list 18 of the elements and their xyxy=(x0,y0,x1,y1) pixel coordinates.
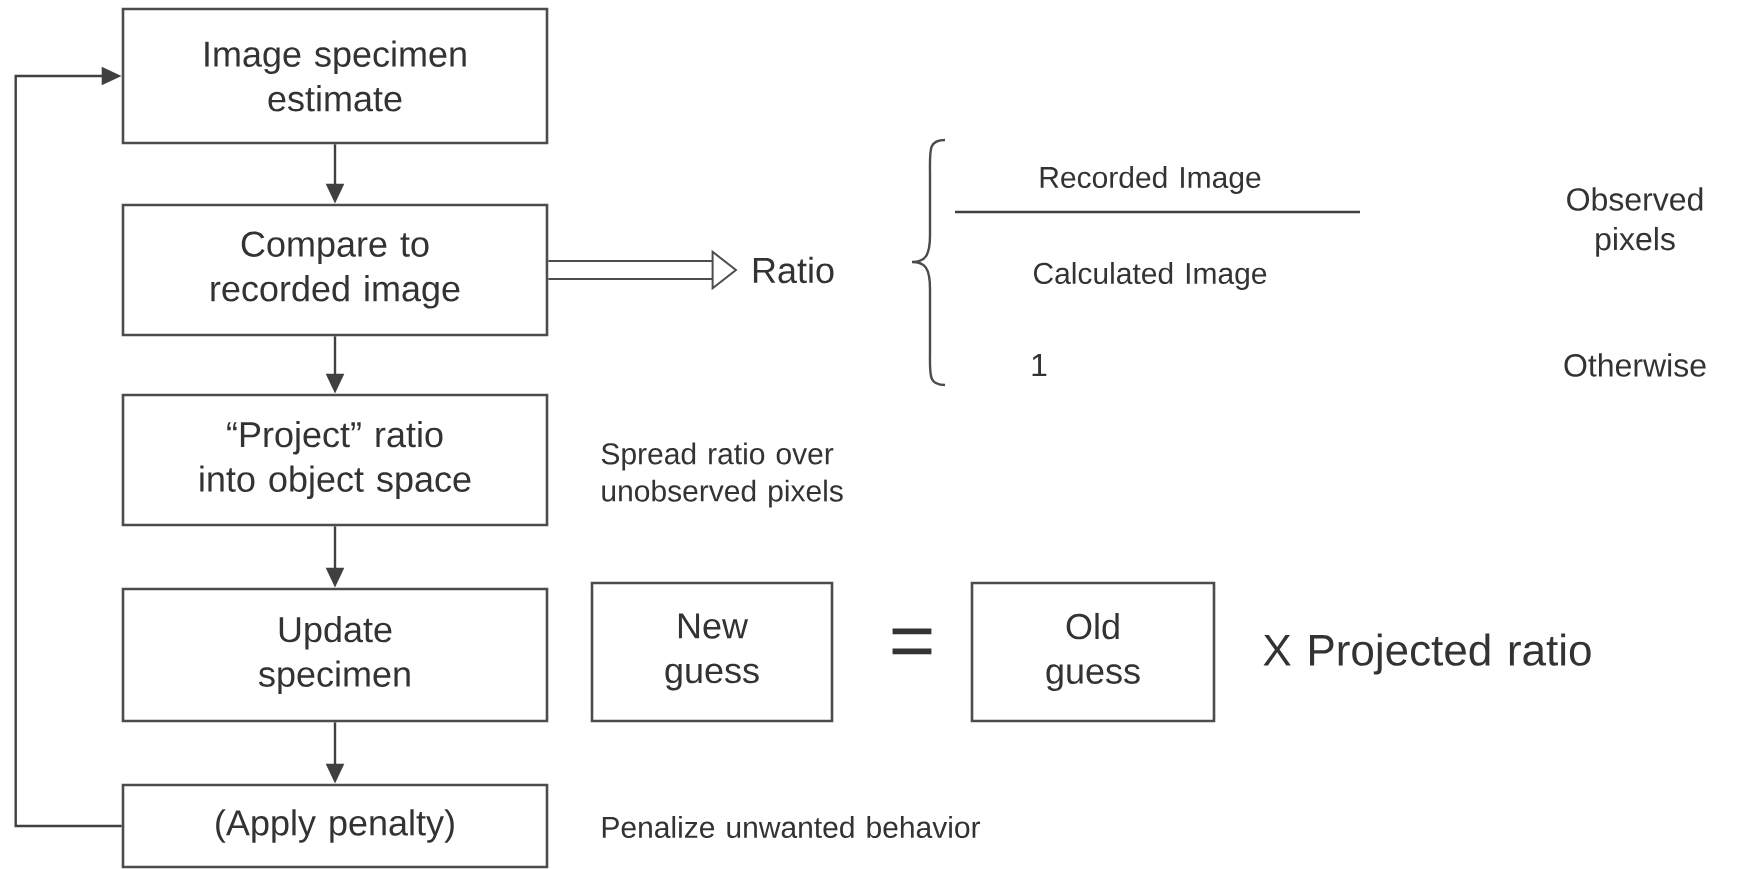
condition-text: Observed pixels xyxy=(1567,187,1703,257)
formula-text: X Projected ratio xyxy=(1263,633,1591,675)
term-label: Ratio xyxy=(753,256,834,284)
value-text: 1 xyxy=(1032,354,1047,376)
note-text: Penalize unwanted behavior xyxy=(602,816,981,838)
fraction-numerator: Recorded Image xyxy=(1040,166,1261,194)
process-box: Update specimen xyxy=(121,587,549,723)
term-box: New guess xyxy=(590,581,834,723)
process-box: (Apply penalty) xyxy=(121,783,549,869)
note-text: Spread ratio over unobserved pixels xyxy=(601,442,843,508)
fraction-denominator: Calculated Image xyxy=(1034,262,1267,290)
condition-text: Otherwise xyxy=(1564,353,1706,377)
arrow xyxy=(14,66,122,828)
equals-sign: = xyxy=(892,628,932,655)
term-box: Old guess xyxy=(970,581,1216,723)
process-box: Image specimen estimate xyxy=(121,7,549,145)
process-box: Compare to recorded image xyxy=(121,203,549,337)
process-box: “Project” ratio into object space xyxy=(121,393,549,527)
